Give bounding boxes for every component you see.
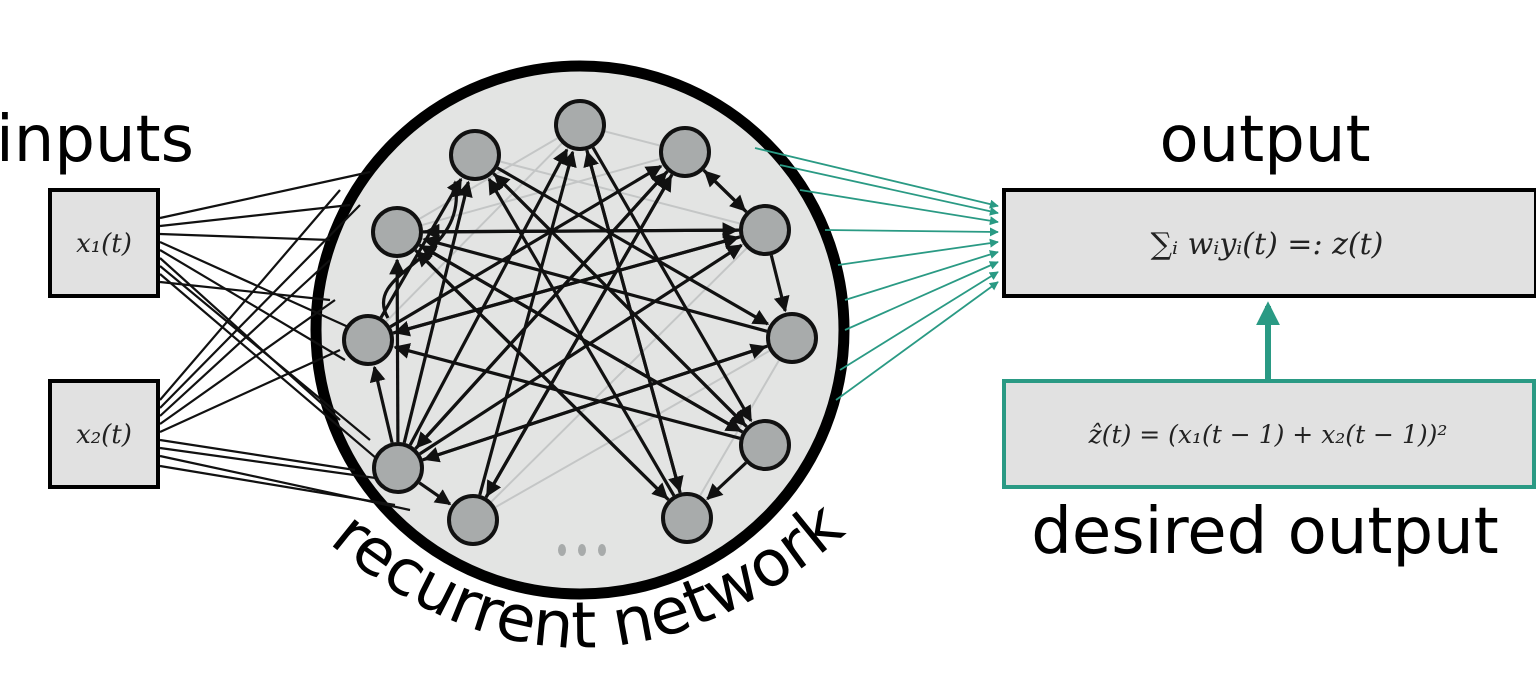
recurrent-edge-curved — [381, 180, 466, 319]
readout-edge — [824, 227, 999, 237]
neuron — [372, 442, 424, 494]
ellipsis-marker — [558, 544, 606, 556]
recurrent-connections — [369, 146, 790, 506]
neuron — [447, 494, 499, 546]
desired-output-label: desired output — [1031, 495, 1498, 569]
neuron — [449, 129, 501, 181]
input-edge — [159, 446, 391, 482]
input-edge — [159, 273, 391, 471]
recurrent-edge — [478, 150, 577, 496]
output-label: output — [1159, 103, 1370, 177]
neuron — [766, 312, 818, 364]
neuron — [739, 204, 791, 256]
recurrent-network-circle — [310, 60, 850, 600]
faint-edge — [602, 130, 663, 147]
neuron — [554, 99, 606, 151]
neuron — [661, 492, 713, 544]
input-edge — [159, 170, 371, 220]
output-sum-formula: ∑ᵢ wᵢyᵢ(t) =: z(t) — [1151, 227, 1384, 262]
recurrent-edge — [423, 223, 740, 240]
recurrent-edge — [706, 461, 748, 501]
readout-edge — [839, 271, 999, 371]
readout-edge — [835, 281, 999, 401]
output-box: ∑ᵢ wᵢyᵢ(t) =: z(t) — [1002, 188, 1536, 298]
recurrent-edge — [389, 164, 663, 329]
readout-edge — [799, 189, 999, 226]
recurrent-edge — [418, 243, 743, 456]
inputs-label: inputs — [0, 103, 194, 177]
input-edge — [159, 204, 361, 409]
neuron — [659, 126, 711, 178]
desired-output-formula: ẑ(t) = (x₁(t − 1) + x₂(t − 1))² — [1088, 420, 1448, 449]
recurrent-edge — [585, 149, 684, 493]
recurrent-edge — [591, 146, 753, 423]
recurrent-edge — [414, 249, 669, 500]
neuron — [371, 206, 423, 258]
readout-edge — [754, 147, 999, 209]
input-edge — [159, 280, 331, 302]
neuron — [739, 419, 791, 471]
recurrent-edge — [422, 235, 768, 333]
recurrent-edge — [769, 254, 790, 313]
readout-edge — [844, 261, 999, 331]
readout-edge — [779, 164, 999, 216]
network-neurons — [342, 99, 818, 546]
recurrent-edge — [485, 173, 674, 498]
recurrent-edge — [423, 344, 768, 463]
input-edge — [159, 438, 356, 472]
input-edge — [159, 232, 331, 242]
recurrent-edge — [418, 481, 452, 506]
input-edge — [159, 189, 341, 401]
recurrent-edge — [402, 180, 473, 444]
input-edge — [159, 265, 371, 441]
neuron — [342, 314, 394, 366]
input-connections — [159, 170, 411, 512]
readout-edge — [844, 250, 999, 301]
recurrent-edge — [379, 177, 463, 319]
recurrent-edge — [408, 148, 569, 446]
input-box-x2: x₂(t) — [48, 379, 160, 489]
input-edge — [159, 348, 341, 434]
recurrent-edge — [703, 170, 748, 213]
recurrent-edge — [369, 365, 394, 444]
recurrent-edge — [492, 172, 747, 427]
recurrent-edge — [418, 243, 743, 433]
desired-output-box: ẑ(t) = (x₁(t − 1) + x₂(t − 1))² — [1002, 379, 1536, 489]
input-edge — [159, 464, 396, 507]
input-edge — [159, 299, 336, 425]
input-edge — [159, 259, 331, 417]
readout-connections — [754, 147, 999, 401]
recurrent-edge — [415, 170, 669, 449]
recurrent-edge — [393, 235, 741, 337]
input-edge — [159, 203, 351, 228]
input-edge — [159, 249, 346, 361]
input-x1-formula: x₁(t) — [76, 229, 132, 259]
input-box-x1: x₁(t) — [48, 188, 160, 298]
readout-edge — [837, 238, 999, 266]
recurrent-edge — [393, 343, 741, 440]
input-x2-formula: x₂(t) — [76, 420, 132, 450]
